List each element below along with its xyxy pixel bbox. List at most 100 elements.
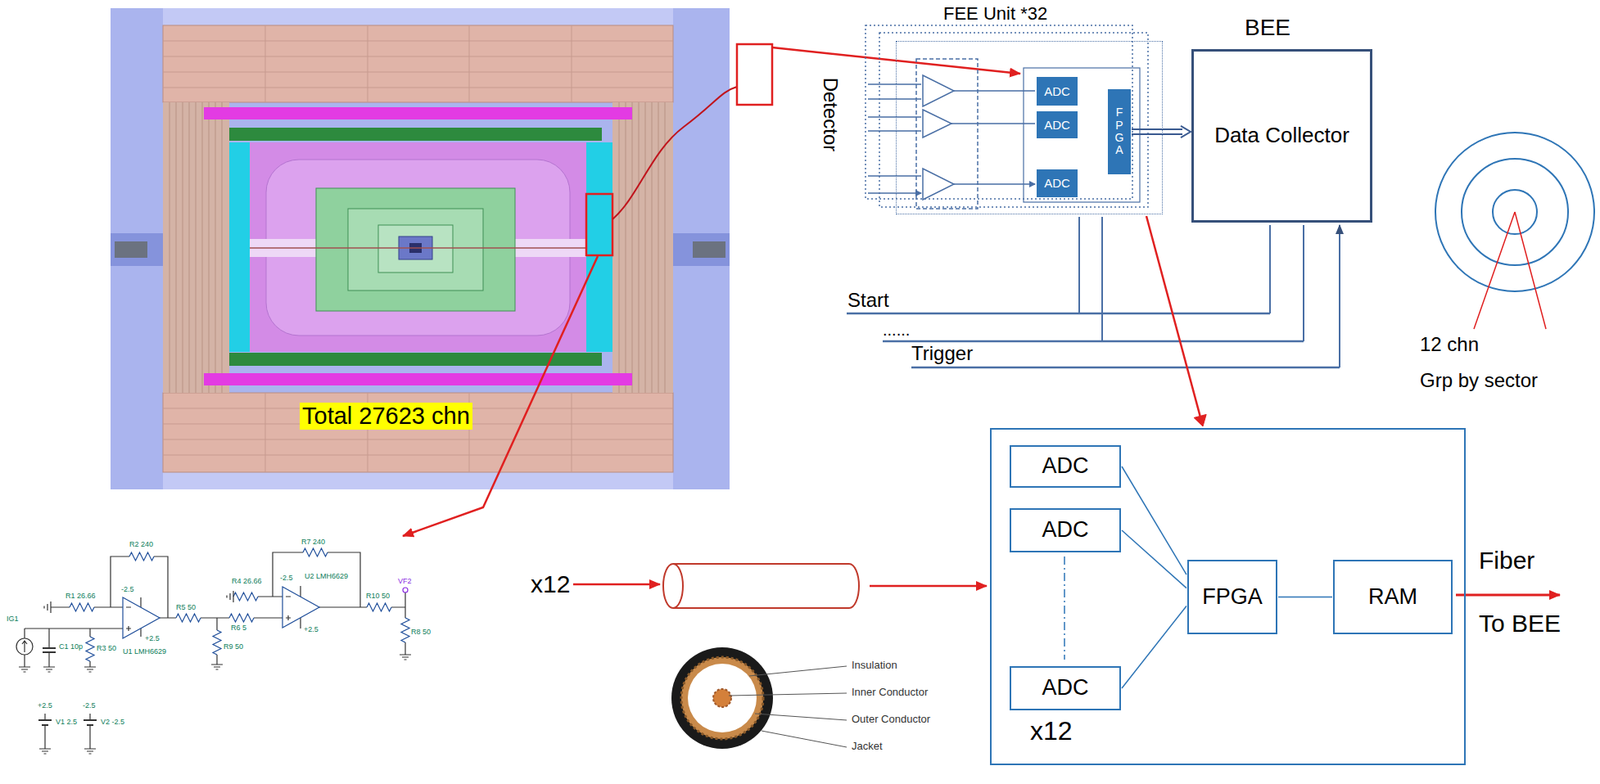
amplifier-schematic-part — [16, 638, 33, 656]
coax-cable — [663, 564, 859, 750]
detector-illustration-part — [378, 225, 453, 273]
note-label: 12 chn — [1419, 334, 1479, 356]
component-label: R5 50 — [176, 604, 196, 613]
coax-cable-part — [681, 657, 764, 740]
box-heading: FEE Unit *32 — [943, 3, 1048, 24]
ram-box: RAM — [1333, 560, 1453, 635]
board-details — [1064, 556, 1066, 660]
amplifier-schematic — [16, 548, 412, 755]
component-label: V1 2.5 — [55, 718, 77, 728]
amplifier-schematic-part — [126, 596, 291, 632]
component-label: R3 50 — [96, 645, 117, 654]
supply-label: +2.5 — [144, 635, 160, 644]
detector-illustration-part — [348, 208, 484, 291]
amplifier-schematic-part — [24, 552, 406, 750]
connector-line — [1131, 129, 1183, 135]
fpga-box: FPGA — [1107, 89, 1131, 175]
detector-illustration-part — [110, 233, 163, 267]
component-label: R8 50 — [411, 628, 431, 638]
coax-cable-part — [673, 564, 859, 609]
component-label: IG1 — [6, 615, 19, 624]
connector-line — [1121, 530, 1187, 589]
link-label: To BEE — [1478, 610, 1561, 638]
component-label: R6 5 — [230, 624, 247, 633]
detector-illustration-part — [162, 393, 674, 473]
detector-illustration — [110, 8, 730, 490]
callout-lines-part — [573, 583, 660, 587]
connector-line — [1278, 596, 1333, 599]
box-heading: BEE — [1244, 14, 1291, 41]
callout-lines-part — [612, 86, 737, 220]
detector-illustration-part — [162, 25, 674, 103]
detector-illustration-part — [203, 373, 633, 386]
detector-illustration-part — [162, 25, 674, 103]
link-label: Fiber — [1478, 546, 1535, 575]
component-label: R2 240 — [129, 541, 154, 550]
connector-line — [1146, 216, 1201, 418]
detector-illustration-part — [586, 142, 613, 353]
component-label: U2 LMH6629 — [304, 573, 349, 582]
box-text: ADC — [1041, 517, 1089, 543]
connector — [1121, 605, 1187, 689]
supply-label: +2.5 — [303, 626, 319, 635]
box-text: Total 27623 chn — [302, 402, 471, 430]
fpga-box: FPGA — [1187, 560, 1278, 635]
adc-box: ADC — [1009, 508, 1121, 553]
supply-label: -2.5 — [280, 574, 294, 584]
arrow-head — [1193, 414, 1207, 427]
fee-internals-part — [922, 168, 954, 200]
detector-illustration-part — [229, 127, 602, 141]
detector-illustration-part — [316, 188, 516, 312]
note-label: Grp by sector — [1419, 370, 1538, 392]
box-heading: x12 — [1030, 716, 1073, 747]
probe-label: VF2 — [397, 578, 412, 587]
box-text: FPGA — [1202, 584, 1263, 611]
multiplicity-label: x12 — [530, 570, 570, 598]
fee-unit-box: FEE Unit *32ADCADCADCFPGA — [895, 40, 1163, 215]
detector-illustration-part — [229, 142, 250, 353]
part-name: Inner Conductor — [851, 687, 928, 699]
part-name: Insulation — [851, 659, 898, 672]
coax-cable-part — [687, 664, 757, 733]
connector — [1278, 596, 1333, 598]
component-label: C1 10p — [58, 643, 83, 652]
arrow-head — [1180, 126, 1191, 138]
box-text: Data Collector — [1214, 123, 1350, 149]
board-details-part — [1063, 556, 1066, 660]
coax-cable-part — [663, 564, 683, 609]
detector-illustration-part — [229, 352, 602, 367]
detector-illustration-part — [162, 393, 674, 473]
supply-label: -2.5 — [121, 586, 135, 595]
component-label: R10 50 — [366, 592, 390, 602]
connector — [1131, 126, 1191, 138]
component-label: U1 LMH6629 — [122, 648, 167, 657]
sector-rings — [1435, 132, 1595, 330]
fee-internals-part — [867, 84, 922, 194]
callout-lines — [402, 44, 1560, 596]
signal-name: ...... — [882, 320, 910, 339]
component-label: V2 -2.5 — [100, 718, 125, 728]
callout-lines-part — [869, 585, 987, 588]
adc-box: ADC — [1009, 666, 1121, 711]
component-label: R7 240 — [301, 538, 326, 547]
box-text: ADC — [1044, 176, 1071, 190]
box-text: ADC — [1044, 117, 1071, 132]
component-label: R9 50 — [223, 643, 244, 652]
connector-line — [1121, 605, 1187, 689]
adc-box: ADC — [1036, 169, 1078, 198]
detector-illustration-part — [203, 107, 633, 120]
amplifier-schematic-part — [69, 548, 392, 623]
coax-cable-part — [713, 689, 732, 708]
detector-illustration-part — [169, 102, 665, 394]
amplifier-schematic-part — [122, 597, 160, 639]
fee-internals-part — [1023, 67, 1140, 203]
box-text: FPGA — [1113, 106, 1126, 158]
connector — [1121, 530, 1187, 589]
timing-bus-part — [1079, 216, 1340, 368]
zoom-marker — [586, 194, 613, 256]
detector-illustration-part — [673, 233, 730, 267]
detector-illustration-part — [249, 142, 587, 353]
fee-internals-part — [922, 75, 954, 107]
detector-illustration-part — [692, 241, 726, 258]
